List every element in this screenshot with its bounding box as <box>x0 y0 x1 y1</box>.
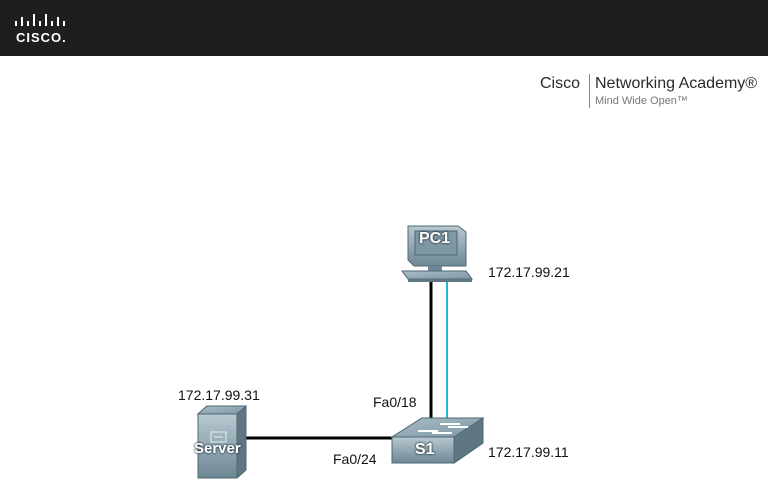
s1-ip-address: 172.17.99.11 <box>488 444 569 460</box>
port-label-fa0-24: Fa0/24 <box>333 451 377 467</box>
s1-label: S1 <box>415 441 435 458</box>
cisco-bars-icon <box>15 14 65 26</box>
cisco-wordmark: CISCO. <box>16 30 67 45</box>
cisco-logo: CISCO. <box>14 13 70 45</box>
academy-cisco-text: Cisco <box>540 75 581 92</box>
s1-device <box>390 417 485 464</box>
pc1-ip-address: 172.17.99.21 <box>488 264 570 280</box>
academy-divider <box>589 74 590 108</box>
server-label: Server <box>194 440 241 457</box>
port-label-fa0-18: Fa0/18 <box>373 394 417 410</box>
server-device <box>196 405 248 479</box>
networking-academy-logo: Cisco Networking Academy® Mind Wide Open… <box>540 72 768 112</box>
server-ip-address: 172.17.99.31 <box>178 387 260 403</box>
switch-arrows-icon <box>418 423 468 434</box>
header-bar: CISCO. <box>0 0 768 56</box>
academy-tagline: Mind Wide Open™ <box>595 95 688 107</box>
academy-title: Networking Academy® <box>595 75 758 92</box>
pc1-label: PC1 <box>419 230 451 247</box>
pc1-device <box>401 225 473 282</box>
